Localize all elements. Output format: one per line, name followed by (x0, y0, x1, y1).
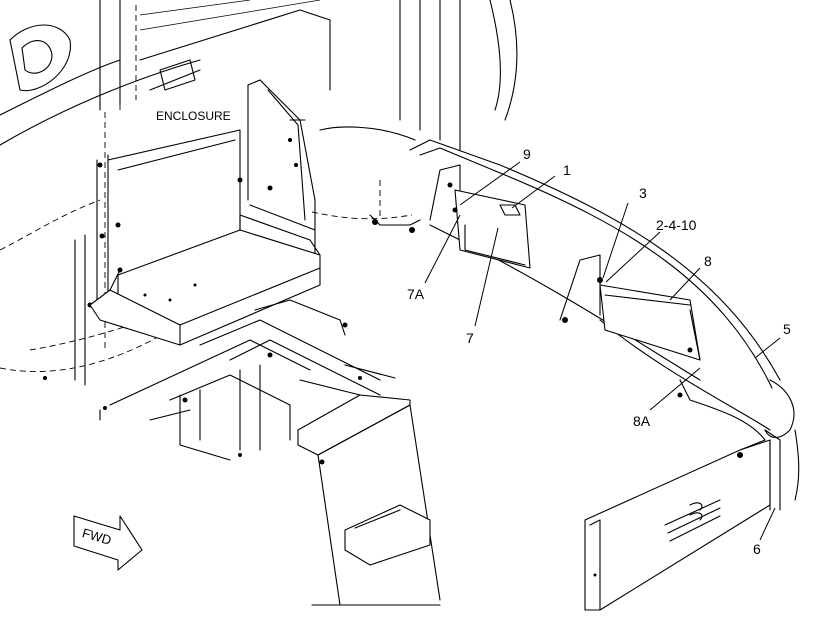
guard-assembly (409, 139, 800, 511)
lower-frame (43, 299, 411, 461)
callout-8: 8 (704, 253, 712, 269)
machine-body-outline (0, 0, 518, 372)
enclosure-label: ENCLOSURE (156, 109, 231, 123)
callout-5: 5 (783, 321, 791, 337)
callout-3: 3 (639, 185, 647, 201)
left-frame (74, 79, 316, 386)
callout-6: 6 (753, 541, 761, 557)
front-step-column (311, 404, 441, 606)
callout-7: 7 (466, 330, 474, 346)
callout-8a: 8A (633, 413, 651, 429)
platform-plate (89, 204, 321, 346)
callout-9: 9 (523, 146, 531, 162)
callout-7a: 7A (407, 286, 425, 302)
callout-2-4-10: 2-4-10 (656, 217, 697, 233)
enclosure-side (319, 126, 421, 233)
leader-lines (424, 161, 781, 541)
callout-1: 1 (563, 162, 571, 178)
lower-grille-panel (584, 439, 771, 611)
fwd-arrow-icon (73, 515, 143, 571)
